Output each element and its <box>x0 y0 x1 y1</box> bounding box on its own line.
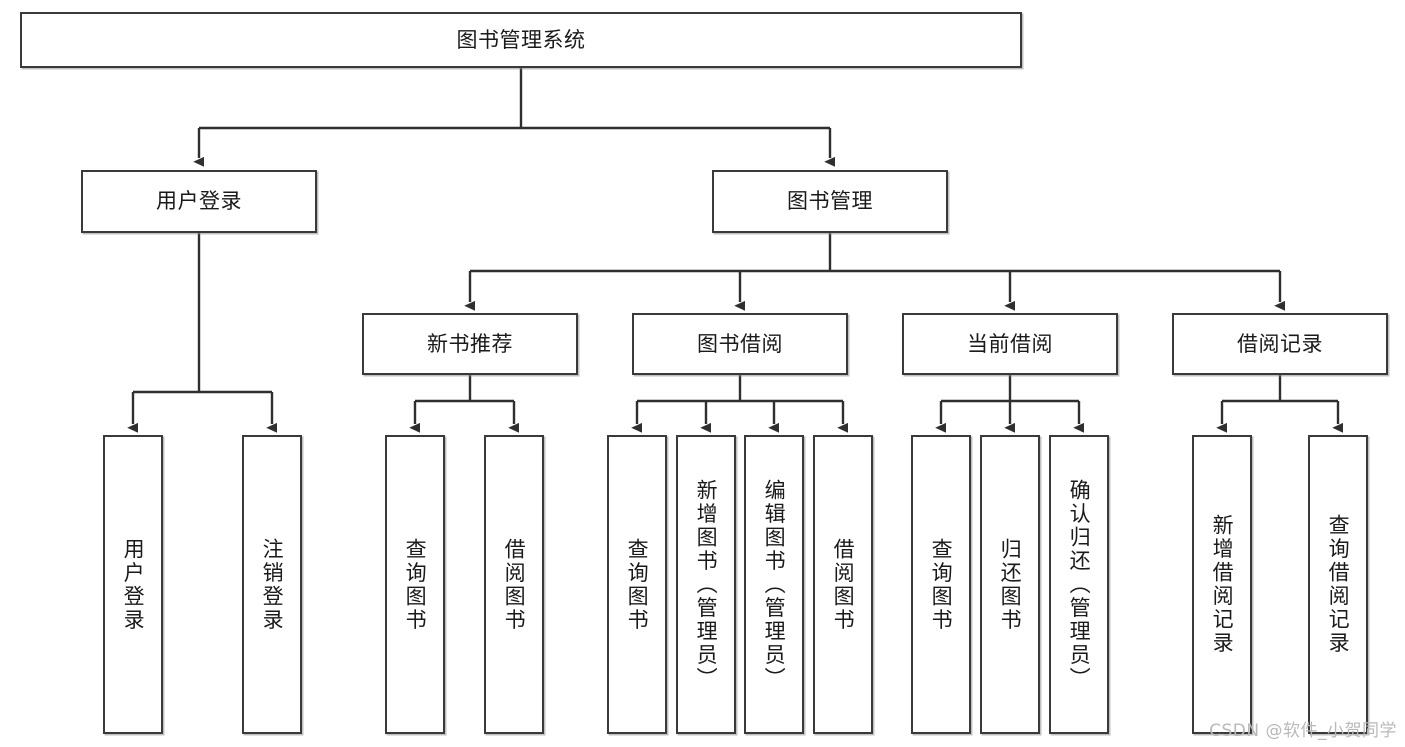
leaf-borrow-book-1-label: 借阅图书 <box>502 537 527 632</box>
leaf-user-login[interactable]: 用户登录 <box>103 435 163 734</box>
leaf-borrow-book-2-label: 借阅图书 <box>831 537 856 632</box>
leaf-edit-book[interactable]: 编辑图书（管理员） <box>744 435 804 734</box>
watermark: CSDN @软件_小贺同学 <box>1209 721 1397 741</box>
node-user-login[interactable]: 用户登录 <box>81 170 317 233</box>
node-current-borrow-label: 当前借阅 <box>967 331 1053 356</box>
leaf-add-book-label: 新增图书（管理员） <box>694 478 719 691</box>
leaf-logout[interactable]: 注销登录 <box>242 435 302 734</box>
node-current-borrow[interactable]: 当前借阅 <box>902 313 1118 375</box>
leaf-query-book-3-label: 查询图书 <box>929 537 954 632</box>
node-book-manage[interactable]: 图书管理 <box>712 170 948 233</box>
node-root[interactable]: 图书管理系统 <box>20 12 1022 68</box>
leaf-return-book[interactable]: 归还图书 <box>980 435 1040 734</box>
node-book-manage-label: 图书管理 <box>787 189 873 214</box>
leaf-query-book-3[interactable]: 查询图书 <box>911 435 971 734</box>
leaf-borrow-book-1[interactable]: 借阅图书 <box>484 435 544 734</box>
leaf-confirm-return[interactable]: 确认归还（管理员） <box>1049 435 1109 734</box>
leaf-query-book-1-label: 查询图书 <box>403 537 428 632</box>
leaf-user-login-label: 用户登录 <box>121 537 146 632</box>
leaf-query-book-2[interactable]: 查询图书 <box>607 435 667 734</box>
leaf-return-book-label: 归还图书 <box>998 537 1023 632</box>
node-root-label: 图书管理系统 <box>456 27 586 52</box>
leaf-add-record[interactable]: 新增借阅记录 <box>1192 435 1252 734</box>
leaf-confirm-return-label: 确认归还（管理员） <box>1067 478 1092 691</box>
node-new-book-rec[interactable]: 新书推荐 <box>362 313 578 375</box>
leaf-query-book-2-label: 查询图书 <box>625 537 650 632</box>
node-borrow-record[interactable]: 借阅记录 <box>1172 313 1388 375</box>
node-book-borrow[interactable]: 图书借阅 <box>632 313 848 375</box>
leaf-logout-label: 注销登录 <box>260 537 285 632</box>
node-borrow-record-label: 借阅记录 <box>1237 331 1323 356</box>
leaf-query-record-label: 查询借阅记录 <box>1326 514 1351 655</box>
leaf-add-record-label: 新增借阅记录 <box>1210 514 1235 655</box>
leaf-add-book[interactable]: 新增图书（管理员） <box>676 435 736 734</box>
leaf-query-book-1[interactable]: 查询图书 <box>385 435 445 734</box>
node-new-book-rec-label: 新书推荐 <box>427 331 513 356</box>
leaf-query-record[interactable]: 查询借阅记录 <box>1308 435 1368 734</box>
leaf-edit-book-label: 编辑图书（管理员） <box>762 478 787 691</box>
leaf-borrow-book-2[interactable]: 借阅图书 <box>813 435 873 734</box>
node-user-login-label: 用户登录 <box>156 189 242 214</box>
node-book-borrow-label: 图书借阅 <box>697 331 783 356</box>
